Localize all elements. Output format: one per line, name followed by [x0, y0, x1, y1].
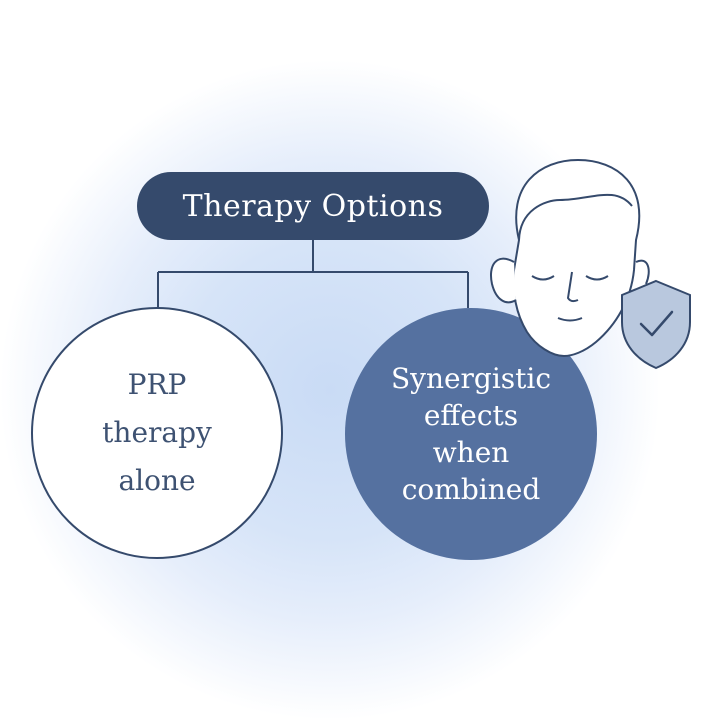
root-label: Therapy Options — [182, 188, 444, 224]
prp-therapy-node: PRP therapy alone — [31, 307, 283, 559]
synergistic-effects-node: Synergistic effects when combined — [345, 308, 597, 560]
prp-therapy-label: PRP therapy alone — [102, 368, 212, 497]
synergistic-effects-label: Synergistic effects when combined — [390, 362, 552, 506]
therapy-options-root: Therapy Options — [137, 172, 489, 240]
